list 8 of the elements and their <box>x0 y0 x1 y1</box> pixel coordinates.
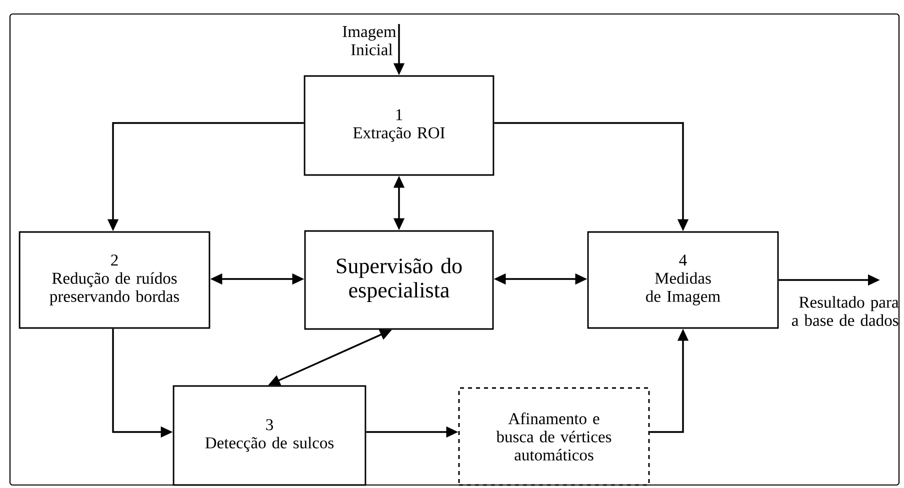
process-box: 4 Medidas de Imagem <box>587 231 779 329</box>
process-box: 1 Extração ROI <box>304 75 494 176</box>
process-box: 2 Redução de ruídos preservando bordas <box>18 231 210 329</box>
process-box: Supervisão do especialista <box>304 230 494 330</box>
edge-label: Resultado para a base de dados <box>792 296 899 326</box>
process-box: Afinamento e busca de vértices automáticos <box>458 387 650 486</box>
input-label: Imagem Inicial <box>342 26 396 56</box>
process-box: 3 Detecção de sulcos <box>172 385 366 486</box>
